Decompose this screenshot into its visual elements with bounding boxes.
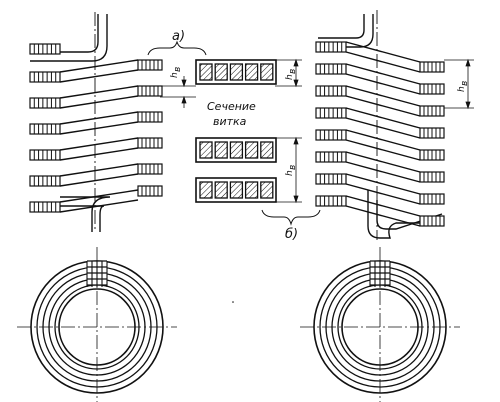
left-coil-turn <box>29 163 163 187</box>
conductor <box>199 181 213 199</box>
right-coil <box>315 10 445 240</box>
right-coil-turn <box>315 63 445 95</box>
left-bottom-lead <box>60 196 111 232</box>
right-turn-left-end <box>315 173 347 185</box>
conductor <box>244 141 259 159</box>
right-turn-left-end <box>315 129 347 141</box>
left-coil-turn <box>29 189 139 213</box>
section-a-row <box>195 59 277 85</box>
section-b <box>195 137 277 203</box>
left-coil <box>29 12 163 232</box>
right-coil-turn <box>315 41 445 73</box>
right-turn-left-end <box>315 63 347 75</box>
left-top-lead <box>30 14 108 62</box>
right-turn-right-end <box>419 215 445 227</box>
right-turn-left-end <box>315 107 347 119</box>
dim-section-a <box>275 58 302 88</box>
right-plan-view <box>300 247 460 402</box>
conductor <box>244 63 259 81</box>
right-turn-right-end <box>419 61 445 73</box>
left-turn-left-end <box>29 123 61 135</box>
dim-left-turn-pitch <box>160 76 196 108</box>
section-b-row-1 <box>195 137 277 163</box>
left-turn-left-end <box>29 97 61 109</box>
variant-b-text: б) <box>285 227 298 242</box>
left-top-end <box>29 43 61 55</box>
left-turn-right-end <box>137 137 163 149</box>
conductor <box>214 181 228 199</box>
right-turn-left-end <box>315 195 347 207</box>
right-coil-turn <box>315 195 445 227</box>
dim-left-h-sub: в <box>173 67 183 72</box>
conductor <box>229 63 244 81</box>
section-a <box>195 59 277 85</box>
dim-section-b-label: h в <box>285 165 298 176</box>
right-turn-right-end <box>419 193 445 205</box>
dim-right-h: h <box>457 86 467 92</box>
dim-right-label: h в <box>457 81 470 92</box>
left-turn-left-end <box>29 201 61 213</box>
right-coil-turn <box>315 151 445 183</box>
dim-section-b <box>275 136 302 204</box>
right-turn-right-end <box>419 149 445 161</box>
dim-left-h: h <box>170 72 180 78</box>
conductor <box>260 181 274 199</box>
left-coil-turn <box>29 85 163 109</box>
conductor <box>260 141 274 159</box>
conductor <box>199 141 213 159</box>
right-coil-turn <box>315 85 445 117</box>
conductor <box>244 181 259 199</box>
left-turn-left-end <box>29 71 61 83</box>
left-bottom-end <box>137 185 163 197</box>
left-turn-left-end <box>29 175 61 187</box>
conductor <box>229 141 244 159</box>
left-coil-turn <box>29 111 163 135</box>
dim-section-b-h: h <box>285 170 295 176</box>
variant-a-text: а) <box>172 29 185 44</box>
conductor <box>214 141 228 159</box>
conductor <box>260 63 274 81</box>
left-turn-right-end <box>137 163 163 175</box>
right-turn-right-end <box>419 105 445 117</box>
right-turn-left-end <box>315 151 347 163</box>
right-top-lead <box>318 14 374 48</box>
conductor <box>229 181 244 199</box>
dim-left-label: h в <box>170 67 183 78</box>
right-turn-right-end <box>419 171 445 183</box>
left-plan-view <box>17 247 177 402</box>
left-turn-left-end <box>29 149 61 161</box>
conductor <box>199 63 213 81</box>
right-coil-turn <box>315 107 445 139</box>
left-turn-right-end <box>137 59 163 71</box>
dim-section-b-h-sub: в <box>288 165 298 170</box>
section-caption-line2: витка <box>213 115 247 128</box>
left-turn-right-end <box>137 85 163 97</box>
dim-right-h-sub: в <box>460 81 470 86</box>
section-b-row-2 <box>195 177 277 203</box>
label-variant-b: б) <box>261 209 321 242</box>
dim-section-a-h: h <box>285 74 295 80</box>
label-variant-a: а) <box>147 29 207 56</box>
dim-right-turn-pitch <box>444 58 474 110</box>
speck <box>232 301 234 303</box>
right-turn-right-end <box>419 83 445 95</box>
right-turn-left-end <box>315 41 347 53</box>
left-turn-right-end <box>137 111 163 123</box>
left-coil-turn <box>29 59 163 83</box>
right-turn-right-end <box>419 127 445 139</box>
left-coil-turn <box>29 137 163 161</box>
right-coil-turn <box>315 129 445 161</box>
dim-section-a-h-sub: в <box>288 69 298 74</box>
section-caption: Сечение витка <box>207 100 256 128</box>
right-coil-turn <box>315 173 445 205</box>
dim-section-a-label: h в <box>285 69 298 80</box>
conductor <box>214 63 228 81</box>
section-caption-line1: Сечение <box>207 100 256 113</box>
right-turn-left-end <box>315 85 347 97</box>
